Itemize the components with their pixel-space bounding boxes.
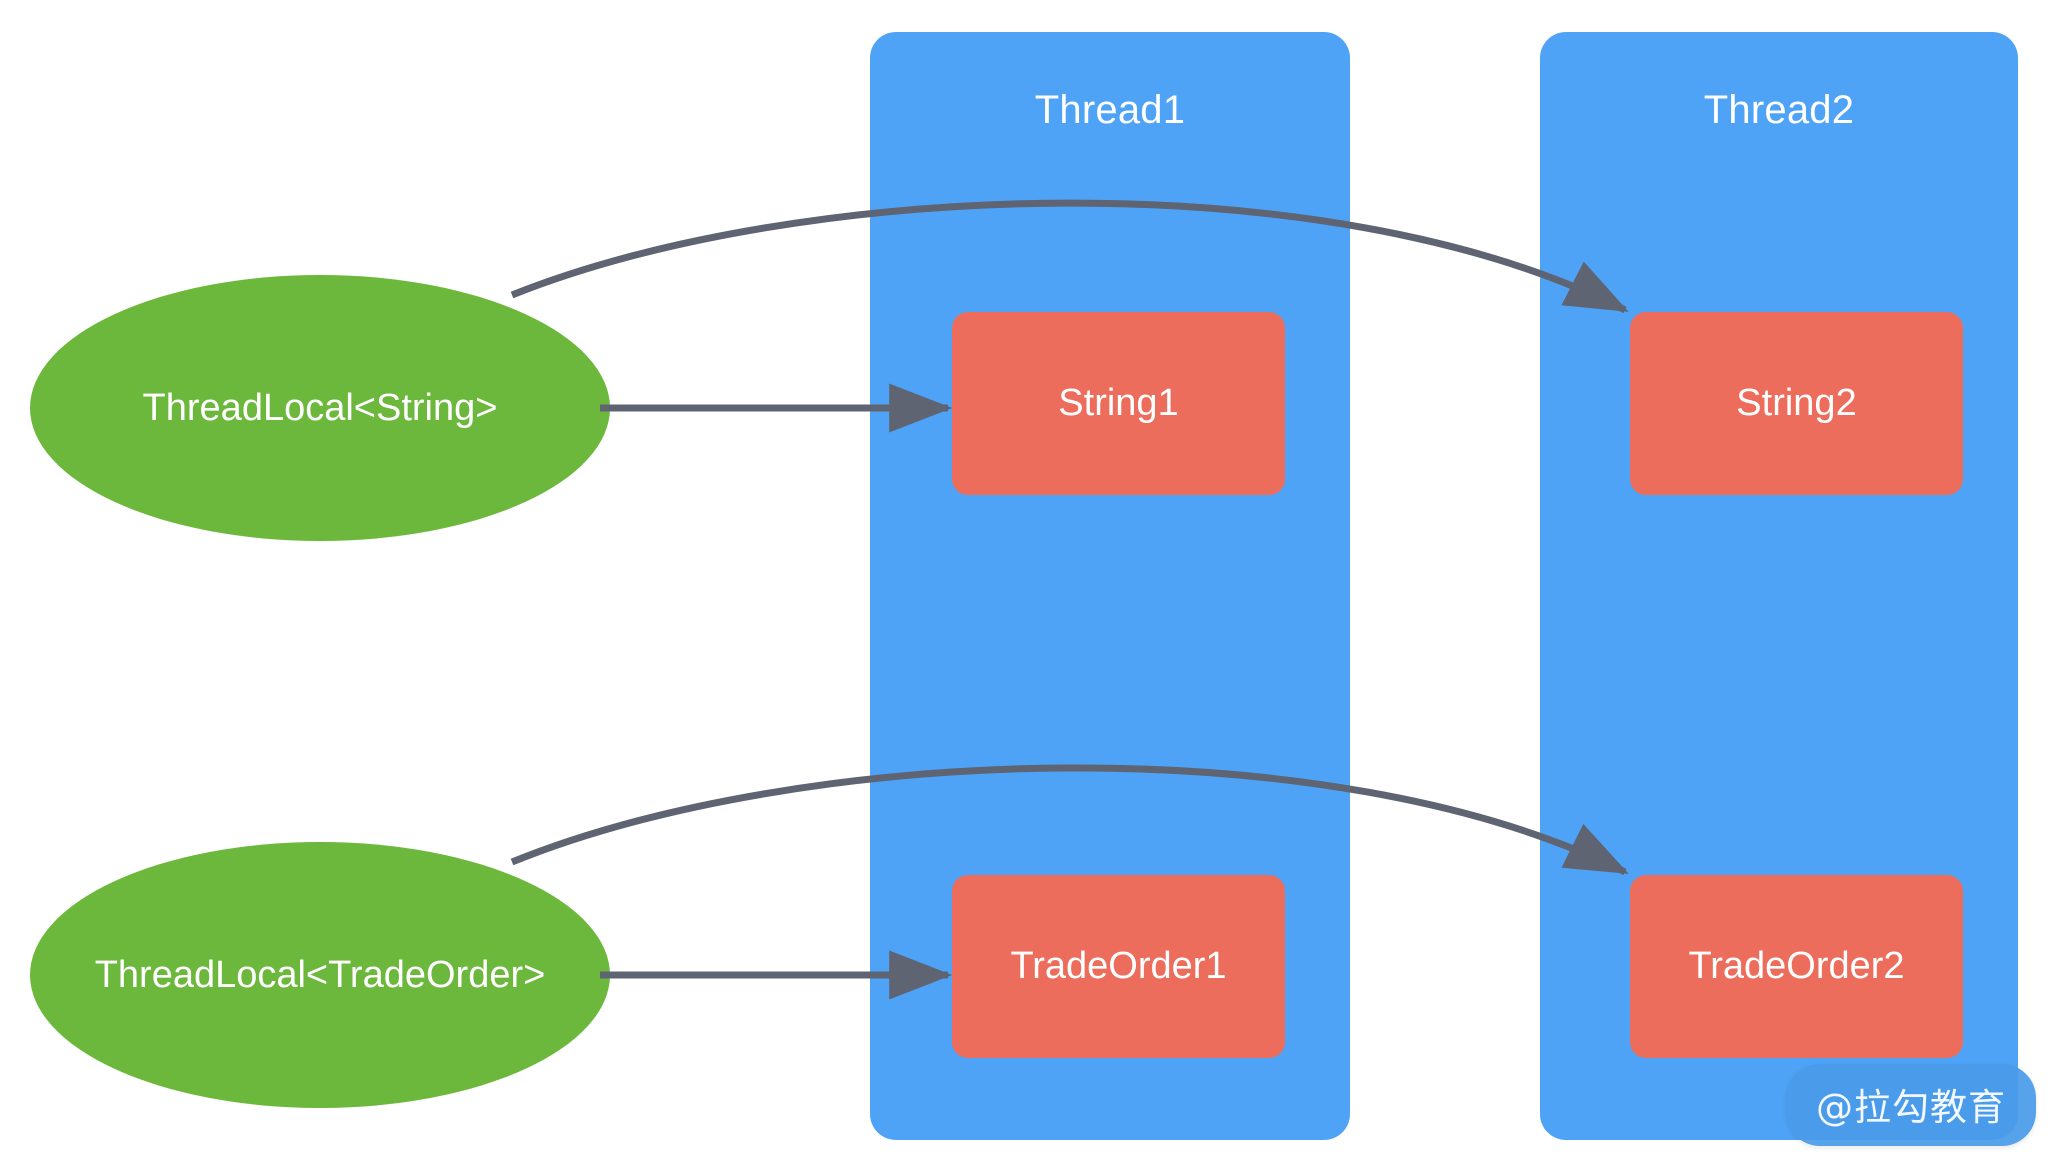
value-box-label-string1: String1: [1058, 382, 1179, 424]
value-box-tradeorder2: TradeOrder2: [1630, 875, 1963, 1058]
thread-label-thread2: Thread2: [1703, 88, 1855, 132]
thread-label-thread1: Thread1: [1034, 88, 1186, 132]
threadlocal-label-string: ThreadLocal<String>: [142, 386, 498, 429]
value-box-string1: String1: [952, 312, 1285, 495]
value-box-label-tradeorder1: TradeOrder1: [1010, 945, 1227, 987]
threadlocal-ellipse-tradeorder: ThreadLocal<TradeOrder>: [30, 842, 610, 1108]
watermark-text: @拉勾教育: [1816, 1086, 2006, 1129]
value-box-label-string2: String2: [1736, 382, 1857, 424]
value-box-label-tradeorder2: TradeOrder2: [1688, 945, 1905, 987]
threadlocal-label-tradeorder: ThreadLocal<TradeOrder>: [94, 953, 546, 996]
threadlocal-ellipse-string: ThreadLocal<String>: [30, 275, 610, 541]
watermark-badge: @拉勾教育: [1786, 1064, 2036, 1146]
value-box-string2: String2: [1630, 312, 1963, 495]
value-box-tradeorder1: TradeOrder1: [952, 875, 1285, 1058]
